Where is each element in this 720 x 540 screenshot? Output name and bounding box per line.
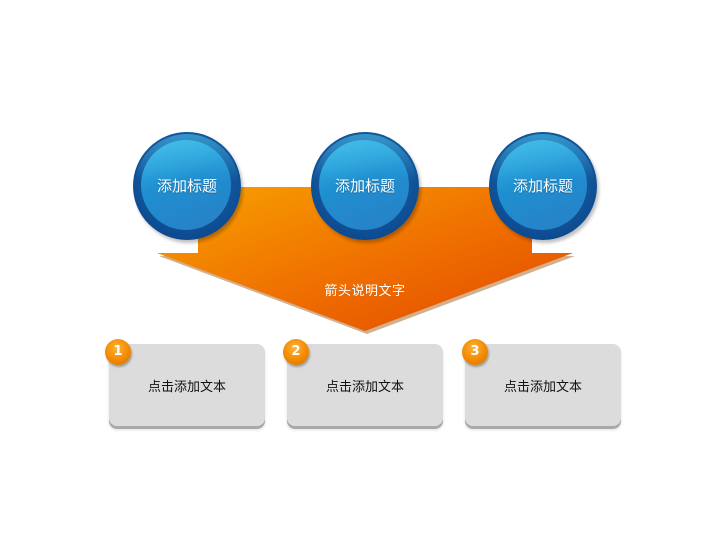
text-box-content[interactable]: 点击添加文本 [503,380,582,395]
step-badge-2: 2 [283,339,309,365]
text-box-1[interactable]: 点击添加文本 [109,344,265,426]
title-circle-1[interactable]: 添加标题 [133,132,241,240]
text-box-content[interactable]: 点击添加文本 [147,380,226,395]
step-badge-1: 1 [105,339,131,365]
text-box-3[interactable]: 点击添加文本 [465,344,621,426]
step-badge-3: 3 [462,339,488,365]
title-circle-label: 添加标题 [334,177,395,195]
arrow-caption: 箭头说明文字 [324,284,406,299]
title-circle-label: 添加标题 [156,177,217,195]
text-box-content[interactable]: 点击添加文本 [325,380,404,395]
title-circle-label: 添加标题 [512,177,573,195]
text-box-2[interactable]: 点击添加文本 [287,344,443,426]
title-circle-3[interactable]: 添加标题 [489,132,597,240]
title-circle-2[interactable]: 添加标题 [311,132,419,240]
